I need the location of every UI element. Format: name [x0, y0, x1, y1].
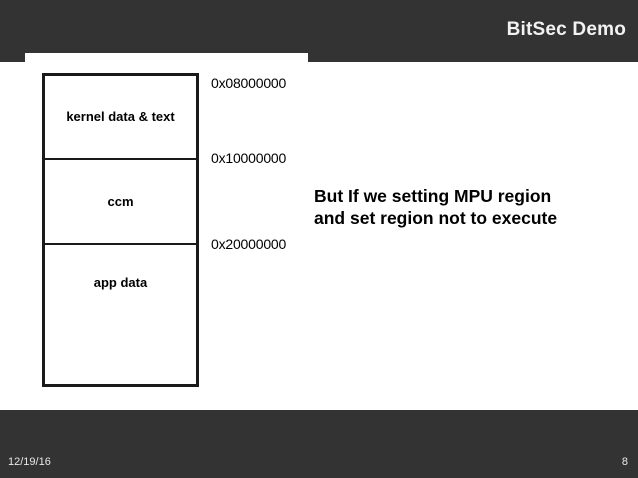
body-text-line-1: But If we setting MPU region — [314, 186, 552, 206]
slide-body-text: But If we setting MPU region and set reg… — [314, 185, 632, 230]
memory-region-label-ccm: ccm — [107, 193, 134, 209]
slide-title: BitSec Demo — [506, 19, 626, 40]
address-label-kernel-start: 0x08000000 — [211, 75, 287, 91]
address-label-app-data-start: 0x20000000 — [211, 236, 287, 252]
memory-region-kernel: kernel data & text — [45, 76, 196, 160]
slide-footer-band — [0, 410, 638, 478]
footer-date: 12/19/16 — [8, 456, 51, 468]
slide-header-band — [0, 0, 638, 62]
memory-region-label-app-data: app data — [93, 275, 148, 290]
memory-map-diagram: kernel data & text ccm app data — [42, 73, 199, 387]
address-label-ccm-start: 0x10000000 — [211, 150, 287, 166]
content-area-notch — [25, 53, 308, 63]
memory-region-label-kernel: kernel data & text — [66, 109, 175, 125]
memory-region-app-data: app data — [45, 245, 196, 384]
body-text-line-2: and set region not to execute — [314, 208, 558, 229]
footer-page-number: 8 — [621, 456, 628, 468]
memory-region-ccm: ccm — [45, 160, 196, 245]
